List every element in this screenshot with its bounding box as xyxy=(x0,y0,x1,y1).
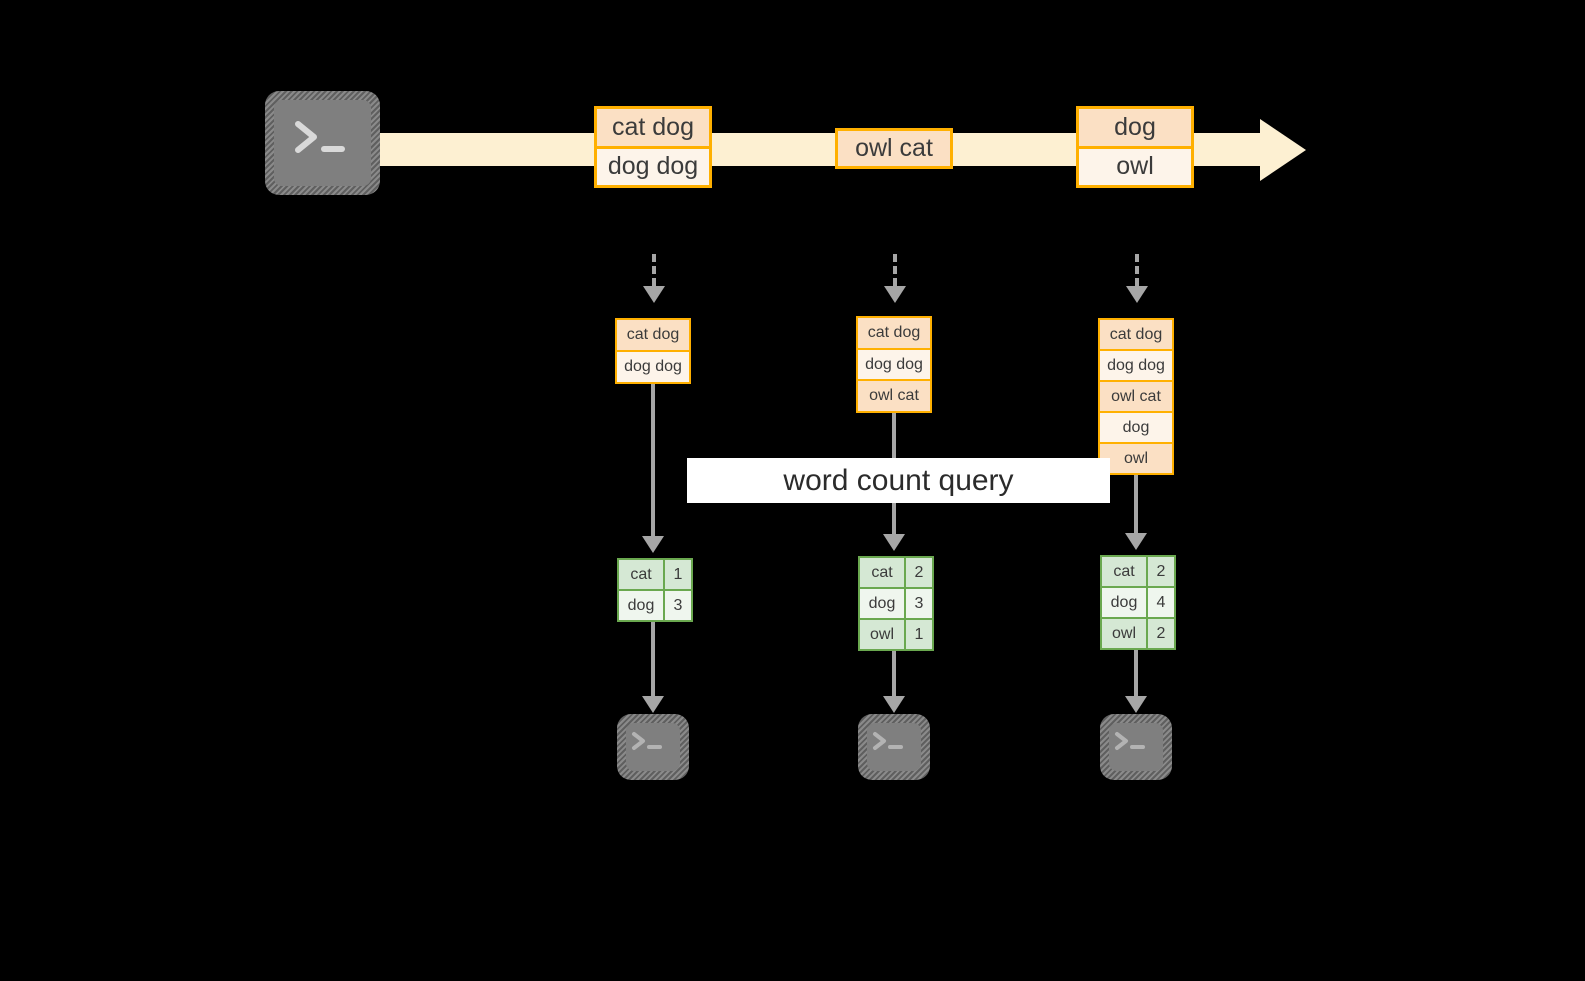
result-count: 3 xyxy=(663,591,691,620)
source-terminal-screen xyxy=(274,100,371,186)
result-word: dog xyxy=(1102,588,1146,617)
stream-event-3[interactable]: dog owl xyxy=(1076,106,1194,188)
snapshot-3-sink-prompt-glyph xyxy=(1115,732,1145,750)
snapshot-3-input-row: owl cat xyxy=(1100,380,1172,411)
snapshot-1-result-table[interactable]: cat 1 dog 3 xyxy=(617,558,693,622)
snapshot-3-result-table[interactable]: cat 2 dog 4 owl 2 xyxy=(1100,555,1176,650)
snapshot-1-input-row: cat dog xyxy=(617,320,689,350)
snapshot-2-input-row: dog dog xyxy=(858,347,930,380)
stream-event-2[interactable]: owl cat xyxy=(835,128,953,169)
result-count: 2 xyxy=(1146,557,1174,586)
result-count: 2 xyxy=(1146,619,1174,648)
snapshot-3-sink-line xyxy=(1134,650,1138,696)
table-row: cat 2 xyxy=(860,558,932,587)
snapshot-3-sink-arrowhead-icon xyxy=(1125,696,1147,713)
snapshot-3-input-stack[interactable]: cat dog dog dog owl cat dog owl xyxy=(1098,318,1174,475)
result-count: 2 xyxy=(904,558,932,587)
stream-direction-arrow-icon xyxy=(1260,119,1306,181)
stream-event-1-line-2: dog dog xyxy=(597,145,709,185)
snapshot-1-sink-terminal-icon[interactable] xyxy=(617,714,689,780)
snapshot-3-input-row: cat dog xyxy=(1100,320,1172,349)
snapshot-3-sink-terminal-icon[interactable] xyxy=(1100,714,1172,780)
snapshot-2-sink-screen xyxy=(867,723,921,771)
snapshot-1-query-arrowhead-icon xyxy=(642,536,664,553)
snapshot-1-sink-screen xyxy=(626,723,680,771)
result-count: 1 xyxy=(904,620,932,649)
snapshot-3-dashed-arrowhead-icon xyxy=(1126,286,1148,303)
stream-event-3-line-1: dog xyxy=(1079,109,1191,146)
snapshot-2-sink-line xyxy=(892,651,896,696)
snapshot-1-input-stack[interactable]: cat dog dog dog xyxy=(615,318,691,384)
snapshot-1-sink-arrowhead-icon xyxy=(642,696,664,713)
source-terminal-icon[interactable] xyxy=(265,91,380,195)
snapshot-1-dashed-line xyxy=(652,254,656,286)
table-row: owl 2 xyxy=(1102,617,1174,648)
table-row: dog 3 xyxy=(860,587,932,618)
snapshot-3-input-row: dog dog xyxy=(1100,349,1172,380)
snapshot-1-input-row: dog dog xyxy=(617,350,689,382)
result-word: cat xyxy=(1102,557,1146,586)
table-row: dog 4 xyxy=(1102,586,1174,617)
result-count: 1 xyxy=(663,560,691,589)
snapshot-1-sink-line xyxy=(651,622,655,696)
snapshot-3-input-row: dog xyxy=(1100,411,1172,442)
result-word: owl xyxy=(1102,619,1146,648)
query-label: word count query xyxy=(687,458,1110,503)
stream-event-1-line-1: cat dog xyxy=(597,109,709,146)
result-word: dog xyxy=(860,589,904,618)
table-row: cat 1 xyxy=(619,560,691,589)
stream-event-3-line-2: owl xyxy=(1079,145,1191,185)
snapshot-2-input-stack[interactable]: cat dog dog dog owl cat xyxy=(856,316,932,413)
snapshot-2-sink-terminal-icon[interactable] xyxy=(858,714,930,780)
snapshot-3-query-arrowhead-icon xyxy=(1125,533,1147,550)
snapshot-3-sink-screen xyxy=(1109,723,1163,771)
snapshot-2-sink-prompt-glyph xyxy=(873,732,903,750)
table-row: dog 3 xyxy=(619,589,691,620)
snapshot-1-dashed-arrowhead-icon xyxy=(643,286,665,303)
stream-event-1[interactable]: cat dog dog dog xyxy=(594,106,712,188)
result-word: cat xyxy=(860,558,904,587)
snapshot-2-input-row: owl cat xyxy=(858,379,930,412)
snapshot-1-query-line xyxy=(651,384,655,536)
source-prompt-glyph xyxy=(295,121,345,153)
table-row: owl 1 xyxy=(860,618,932,649)
snapshot-3-dashed-line xyxy=(1135,254,1139,286)
result-count: 4 xyxy=(1146,588,1174,617)
snapshot-1-sink-prompt-glyph xyxy=(632,732,662,750)
result-word: cat xyxy=(619,560,663,589)
snapshot-2-input-row: cat dog xyxy=(858,318,930,348)
snapshot-3-query-line xyxy=(1134,475,1138,533)
result-word: dog xyxy=(619,591,663,620)
result-count: 3 xyxy=(904,589,932,618)
snapshot-2-result-table[interactable]: cat 2 dog 3 owl 1 xyxy=(858,556,934,651)
table-row: cat 2 xyxy=(1102,557,1174,586)
result-word: owl xyxy=(860,620,904,649)
snapshot-2-dashed-line xyxy=(893,254,897,286)
snapshot-2-sink-arrowhead-icon xyxy=(883,696,905,713)
stream-event-2-line-1: owl cat xyxy=(838,131,950,166)
snapshot-2-query-arrowhead-icon xyxy=(883,534,905,551)
snapshot-3-input-row: owl xyxy=(1100,442,1172,473)
snapshot-2-dashed-arrowhead-icon xyxy=(884,286,906,303)
